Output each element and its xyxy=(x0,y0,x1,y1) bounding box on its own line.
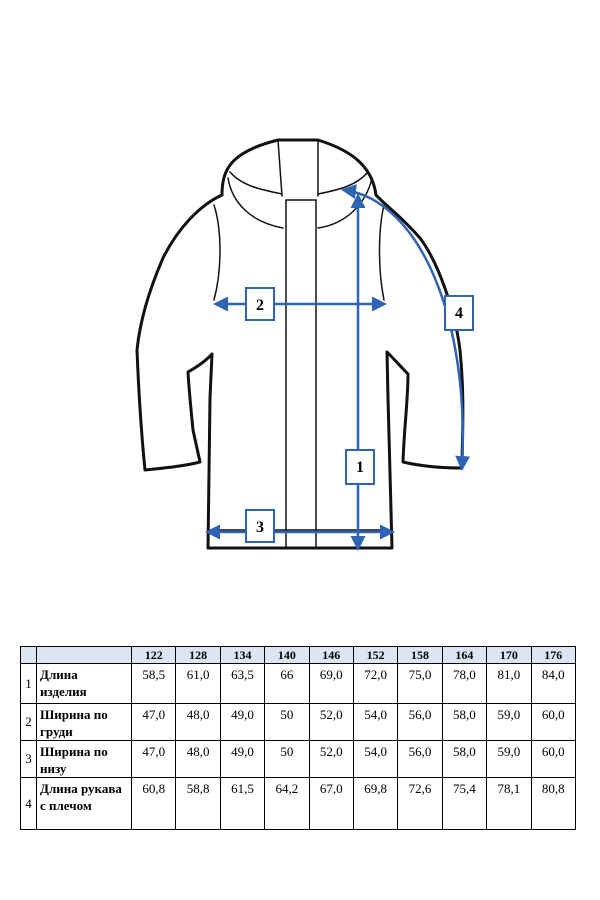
table-cell: 60,8 xyxy=(130,777,177,830)
table-cell: 69,8 xyxy=(352,777,399,830)
table-cell: 58,0 xyxy=(441,703,488,741)
svg-text:3: 3 xyxy=(256,519,264,536)
measure-name-line: Ширина по xyxy=(40,744,108,759)
table-cell: 84,0 xyxy=(530,663,577,704)
table-row: 4 Длина рукава с плечом 60,8 58,8 61,5 6… xyxy=(20,777,577,830)
size-header: 170 xyxy=(486,646,532,664)
table-cell: 69,0 xyxy=(308,663,354,704)
row-number: 1 xyxy=(20,663,37,704)
size-table: 122 128 134 140 146 152 158 164 170 176 … xyxy=(20,646,577,830)
size-header: 122 xyxy=(130,646,177,664)
table-row: 3 Ширина по низу 47,0 48,0 49,0 50 52,0 … xyxy=(20,740,577,778)
table-cell: 59,0 xyxy=(486,740,532,778)
table-cell: 58,5 xyxy=(130,663,177,704)
row-number: 4 xyxy=(20,777,37,830)
header-blank xyxy=(36,646,132,664)
table-row: 2 Ширина по груди 47,0 48,0 49,0 50 52,0… xyxy=(20,703,577,741)
table-cell: 63,5 xyxy=(219,663,266,704)
table-cell: 81,0 xyxy=(486,663,532,704)
jacket-measurement-diagram: 1 2 3 4 xyxy=(135,138,474,551)
table-cell: 56,0 xyxy=(397,740,443,778)
measure-name-line: Длина xyxy=(40,667,78,682)
table-cell: 54,0 xyxy=(352,740,399,778)
table-cell: 78,1 xyxy=(486,777,532,830)
measure-label-1: 1 xyxy=(345,449,375,485)
measure-name: Длина изделия xyxy=(36,663,132,704)
measure-label-2: 2 xyxy=(245,287,275,321)
measure-lines xyxy=(205,184,471,551)
table-cell: 75,4 xyxy=(441,777,488,830)
size-header: 164 xyxy=(441,646,488,664)
table-cell: 50 xyxy=(264,703,310,741)
table-cell: 66 xyxy=(264,663,310,704)
table-cell: 48,0 xyxy=(175,703,221,741)
measure-name-line: Длина рукава xyxy=(40,781,122,796)
measure-label-3: 3 xyxy=(245,509,275,543)
measure-name: Длина рукава с плечом xyxy=(36,777,132,830)
size-header: 146 xyxy=(308,646,354,664)
table-row: 1 Длина изделия 58,5 61,0 63,5 66 69,0 7… xyxy=(20,663,577,704)
table-cell: 56,0 xyxy=(397,703,443,741)
svg-text:1: 1 xyxy=(356,459,364,476)
table-cell: 72,0 xyxy=(352,663,399,704)
jacket-outline xyxy=(135,138,465,550)
table-cell: 59,0 xyxy=(486,703,532,741)
table-cell: 58,0 xyxy=(441,740,488,778)
measure-name-line: изделия xyxy=(40,684,87,699)
row-number: 2 xyxy=(20,703,37,741)
measure-name-line: низу xyxy=(40,761,67,776)
table-cell: 47,0 xyxy=(130,740,177,778)
table-cell: 54,0 xyxy=(352,703,399,741)
table-cell: 61,5 xyxy=(219,777,266,830)
table-cell: 67,0 xyxy=(308,777,354,830)
row-number: 3 xyxy=(20,740,37,778)
size-header-row: 122 128 134 140 146 152 158 164 170 176 xyxy=(20,646,577,664)
measure-name-line: с плечом xyxy=(40,798,92,813)
measure-label-4: 4 xyxy=(444,295,474,331)
table-cell: 72,6 xyxy=(397,777,443,830)
measure-name-line: Ширина по xyxy=(40,707,108,722)
measure-name: Ширина по груди xyxy=(36,703,132,741)
table-cell: 52,0 xyxy=(308,740,354,778)
size-header: 176 xyxy=(530,646,577,664)
table-cell: 60,0 xyxy=(530,703,577,741)
size-header: 158 xyxy=(397,646,443,664)
table-cell: 61,0 xyxy=(175,663,221,704)
size-header: 134 xyxy=(219,646,266,664)
table-cell: 47,0 xyxy=(130,703,177,741)
table-cell: 78,0 xyxy=(441,663,488,704)
svg-text:4: 4 xyxy=(455,305,463,322)
svg-text:2: 2 xyxy=(256,297,264,314)
table-cell: 60,0 xyxy=(530,740,577,778)
table-cell: 64,2 xyxy=(264,777,310,830)
table-cell: 49,0 xyxy=(219,703,266,741)
table-cell: 49,0 xyxy=(219,740,266,778)
table-cell: 50 xyxy=(264,740,310,778)
table-cell: 80,8 xyxy=(530,777,577,830)
size-header: 128 xyxy=(175,646,221,664)
size-header: 152 xyxy=(352,646,399,664)
header-blank xyxy=(20,646,37,664)
table-cell: 48,0 xyxy=(175,740,221,778)
table-cell: 75,0 xyxy=(397,663,443,704)
size-header: 140 xyxy=(264,646,310,664)
measure-name-line: груди xyxy=(40,724,73,739)
measure-name: Ширина по низу xyxy=(36,740,132,778)
table-cell: 52,0 xyxy=(308,703,354,741)
table-cell: 58,8 xyxy=(175,777,221,830)
